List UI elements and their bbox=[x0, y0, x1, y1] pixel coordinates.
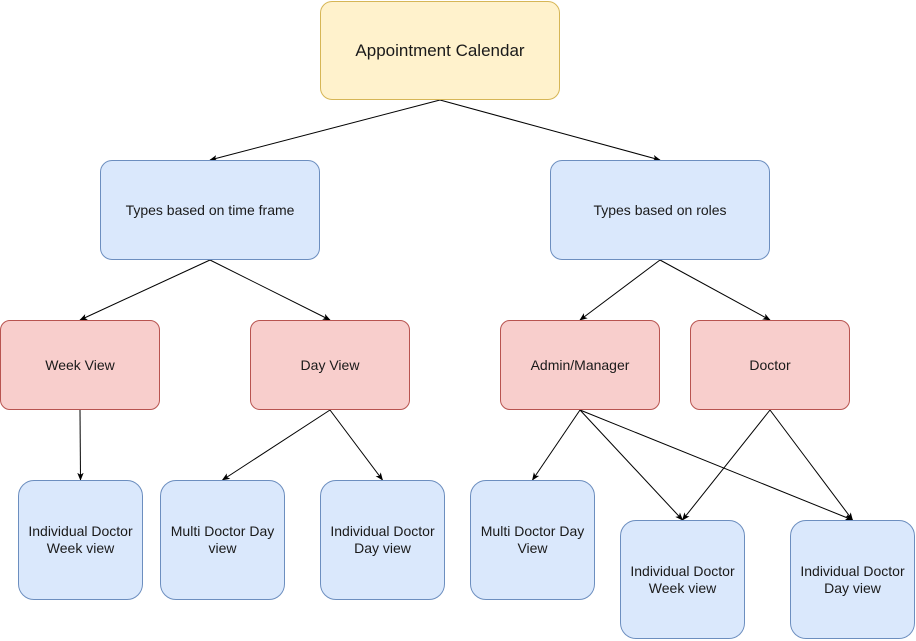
edge-roles-to-admin_manager bbox=[579, 259, 661, 321]
edge-admin_manager-to-multi_doctor_day_view_b bbox=[532, 409, 581, 481]
leaf-multi-doctor-day-view[interactable]: Multi Doctor Day view bbox=[160, 480, 285, 600]
node-types-based-on-time-frame[interactable]: Types based on time frame bbox=[100, 160, 320, 260]
edge-time_frame-to-day_view bbox=[209, 259, 331, 321]
leaf-individual-doctor-week-view[interactable]: Individual Doctor Week view bbox=[18, 480, 143, 600]
node-week-view[interactable]: Week View bbox=[0, 320, 160, 410]
root-node-appointment-calendar[interactable]: Appointment Calendar bbox=[320, 1, 560, 100]
leaf-multi-doctor-day-view-roles[interactable]: Multi Doctor Day View bbox=[470, 480, 595, 600]
edge-day_view-to-multi_doctor_day_view_a bbox=[221, 409, 331, 481]
edge-admin_manager-to-individual_doctor_day_view_b bbox=[579, 409, 854, 521]
edge-week_view-to-individual_doctor_week_view_a bbox=[77, 409, 84, 481]
leaf-individual-doctor-day-view-roles[interactable]: Individual Doctor Day view bbox=[790, 520, 915, 639]
edge-doctor-to-individual_doctor_week_view_b bbox=[682, 409, 771, 521]
node-doctor[interactable]: Doctor bbox=[690, 320, 850, 410]
edge-roles-to-doctor bbox=[659, 259, 771, 321]
node-admin-manager[interactable]: Admin/Manager bbox=[500, 320, 660, 410]
leaf-individual-doctor-day-view[interactable]: Individual Doctor Day view bbox=[320, 480, 445, 600]
edge-doctor-to-individual_doctor_day_view_b bbox=[769, 409, 853, 521]
edge-root-to-time_frame bbox=[209, 99, 441, 162]
edge-day_view-to-individual_doctor_day_view_a bbox=[329, 409, 383, 481]
edge-root-to-roles bbox=[439, 99, 661, 162]
edge-time_frame-to-week_view bbox=[79, 259, 211, 321]
edge-admin_manager-to-individual_doctor_week_view_b bbox=[579, 409, 684, 521]
node-day-view[interactable]: Day View bbox=[250, 320, 410, 410]
node-types-based-on-roles[interactable]: Types based on roles bbox=[550, 160, 770, 260]
leaf-individual-doctor-week-view-roles[interactable]: Individual Doctor Week view bbox=[620, 520, 745, 639]
